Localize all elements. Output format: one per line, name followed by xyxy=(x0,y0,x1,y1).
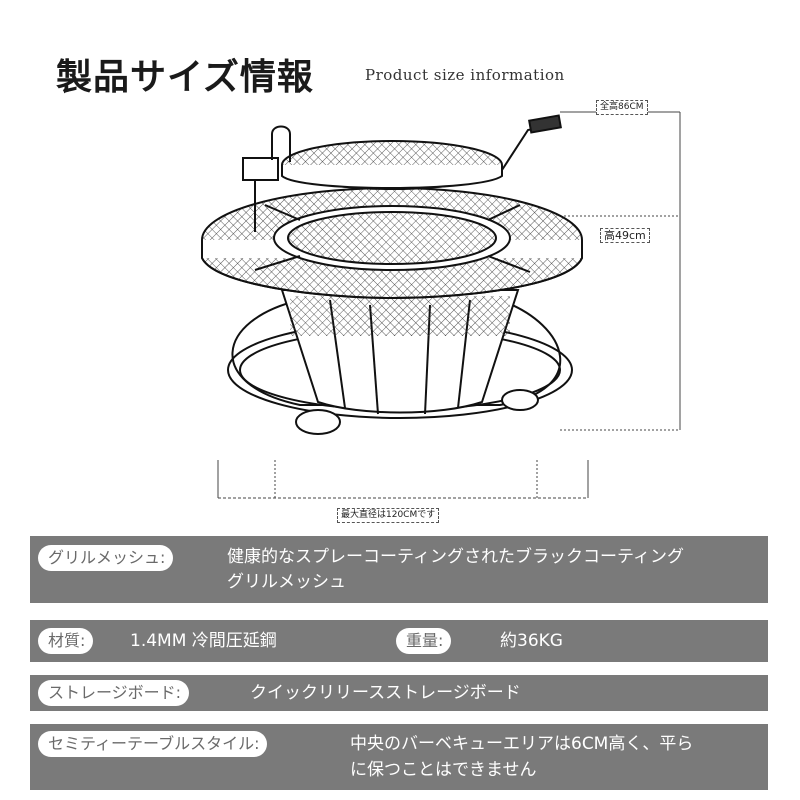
spec-label-table-style: セミティーテーブルスタイル: xyxy=(38,731,268,757)
max-diameter-label: 最大直径は120CMです xyxy=(337,508,440,523)
table-ring xyxy=(201,187,583,300)
spec-row-material: 材質: 1.4MM 冷間圧延鋼 重量: 約36KG xyxy=(30,620,768,662)
spec-label-mesh: グリルメッシュ: xyxy=(38,545,174,571)
total-height-label: 全高86CM xyxy=(596,100,648,115)
spec-label-weight: 重量: xyxy=(396,628,452,654)
spec-value-mesh-line1: 健康的なスプレーコーティングされたブラックコーティング xyxy=(227,547,684,567)
page-subtitle: Product size information xyxy=(365,66,565,84)
spec-label-material: 材質: xyxy=(38,628,94,654)
grill-top xyxy=(242,114,562,232)
spec-value-material: 1.4MM 冷間圧延鋼 xyxy=(130,631,277,651)
page-title: 製品サイズ情報 xyxy=(56,57,314,98)
spec-row-storage: ストレージボード: クイックリリースストレージボード xyxy=(30,675,768,711)
spec-value-table-style-line2: に保つことはできません xyxy=(350,760,537,780)
spec-label-storage: ストレージボード: xyxy=(38,680,190,706)
bowl-body xyxy=(280,289,520,415)
height-label: 高49cm xyxy=(600,228,650,243)
spec-value-mesh-line2: グリルメッシュ xyxy=(227,572,346,592)
spec-value-weight: 約36KG xyxy=(500,631,563,651)
spec-row-table-style: セミティーテーブルスタイル: 中央のバーベキューエリアは6CM高く、平ら に保つ… xyxy=(30,724,768,790)
spec-value-table-style-line1: 中央のバーベキューエリアは6CM高く、平ら xyxy=(350,734,694,754)
spec-value-storage: クイックリリースストレージボード xyxy=(250,683,521,703)
spec-row-mesh: グリルメッシュ: 健康的なスプレーコーティングされたブラックコーティング グリル… xyxy=(30,536,768,603)
